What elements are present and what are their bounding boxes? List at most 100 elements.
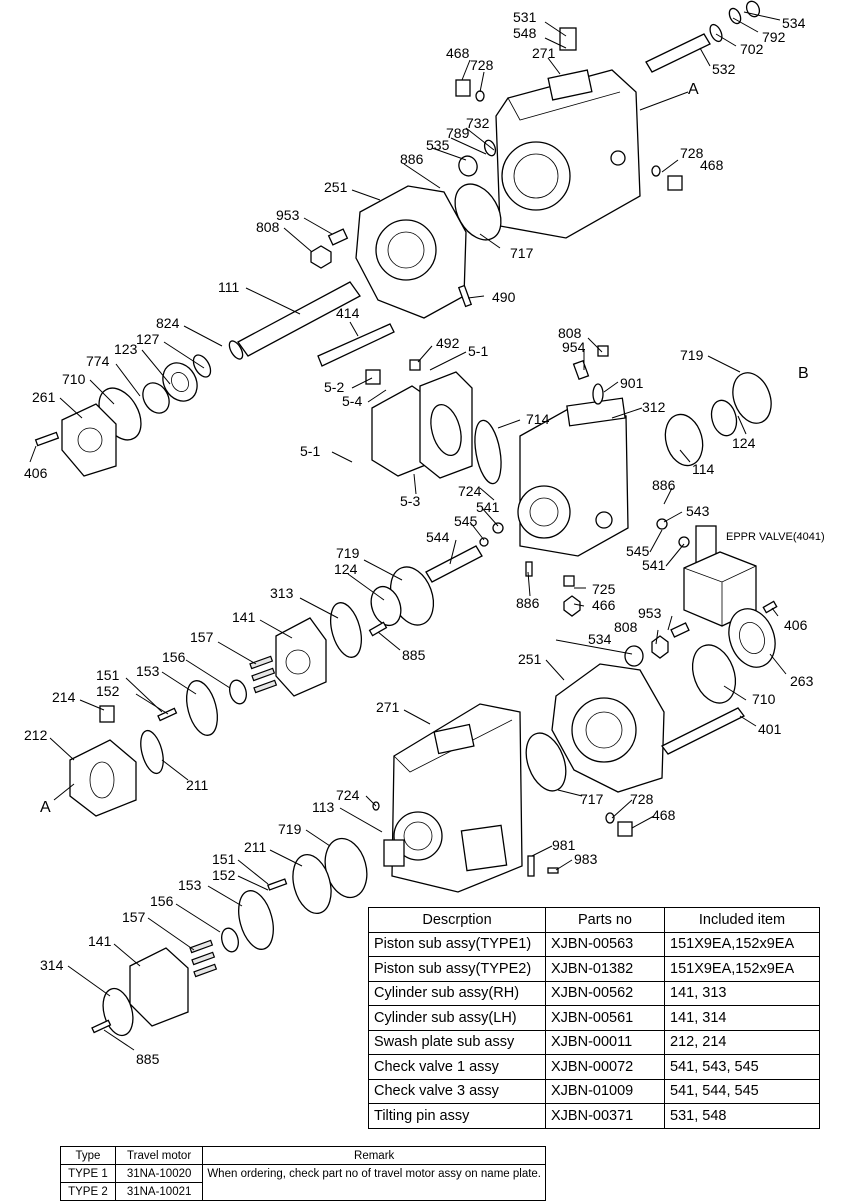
callout-127: 127 <box>136 331 160 347</box>
callout-5-4: 5-4 <box>342 393 362 409</box>
table-row: TYPE 1 31NA-10020 When ordering, check p… <box>60 1164 546 1201</box>
callout-544: 544 <box>426 529 450 545</box>
callout-545: 545 <box>454 513 478 529</box>
table-cell: 151X9EA,152x9EA <box>664 956 820 982</box>
callout-156-mid: 156 <box>162 649 186 665</box>
callout-271-lower: 271 <box>376 699 400 715</box>
callout-212: 212 <box>24 727 48 743</box>
type-table-header-row: Type Travel motor Remark <box>60 1146 546 1165</box>
callout-labels: 531 548 534 792 702 532 468 728 271 A 73… <box>24 9 825 1067</box>
part-drawings <box>34 0 778 1037</box>
callout-153-lower: 153 <box>178 877 202 893</box>
callout-263: 263 <box>790 673 814 689</box>
callout-152-lower: 152 <box>212 867 236 883</box>
callout-153-mid: 153 <box>136 663 160 679</box>
table-cell: 31NA-10021 <box>114 1182 204 1201</box>
callout-313: 313 <box>270 585 294 601</box>
table-row: Check valve 1 assy XJBN-00072 541, 543, … <box>368 1054 820 1080</box>
callout-414: 414 <box>336 305 360 321</box>
callout-728-right: 728 <box>680 145 704 161</box>
table-cell: XJBN-00072 <box>545 1054 665 1080</box>
table-row: Cylinder sub assy(RH) XJBN-00562 141, 31… <box>368 980 820 1006</box>
table-cell: XJBN-01382 <box>545 956 665 982</box>
table-row: Piston sub assy(TYPE1) XJBN-00563 151X9E… <box>368 931 820 957</box>
callout-702: 702 <box>740 41 764 57</box>
callout-954: 954 <box>562 339 586 355</box>
table-cell: Cylinder sub assy(RH) <box>368 980 546 1006</box>
table-cell: Piston sub assy(TYPE2) <box>368 956 546 982</box>
table-cell: 531, 548 <box>664 1103 820 1129</box>
callout-732: 732 <box>466 115 490 131</box>
callout-724-mid: 724 <box>458 483 482 499</box>
callout-468: 468 <box>446 45 470 61</box>
table-cell: XJBN-00562 <box>545 980 665 1006</box>
parts-table-header: Parts no <box>545 907 665 933</box>
callout-719-top: 719 <box>680 347 704 363</box>
parts-table: Descrption Parts no Included item Piston… <box>368 907 820 1129</box>
callout-251: 251 <box>324 179 348 195</box>
callout-725: 725 <box>592 581 616 597</box>
callout-543: 543 <box>686 503 710 519</box>
callout-157-mid: 157 <box>190 629 214 645</box>
table-cell: Check valve 3 assy <box>368 1078 546 1104</box>
table-cell: 141, 314 <box>664 1005 820 1031</box>
callout-A: A <box>688 81 699 98</box>
table-cell: Check valve 1 assy <box>368 1054 546 1080</box>
callout-406-lower: 406 <box>784 617 808 633</box>
callout-261: 261 <box>32 389 56 405</box>
callout-152-mid: 152 <box>96 683 120 699</box>
parts-table-header: Descrption <box>368 907 546 933</box>
callout-B: B <box>798 365 809 382</box>
table-cell: TYPE 1 <box>60 1164 116 1183</box>
callout-886-right: 886 <box>652 477 676 493</box>
table-row: TYPE 2 31NA-10021 <box>60 1182 546 1201</box>
table-cell: 141, 313 <box>664 980 820 1006</box>
table-cell: Cylinder sub assy(LH) <box>368 1005 546 1031</box>
callout-531: 531 <box>513 9 537 25</box>
callout-5-1-lower: 5-1 <box>300 443 320 459</box>
table-cell: TYPE 2 <box>60 1182 116 1201</box>
callout-719-lower: 719 <box>278 821 302 837</box>
callout-724-lower: 724 <box>336 787 360 803</box>
callout-534: 534 <box>782 15 806 31</box>
callout-717: 717 <box>510 245 534 261</box>
callout-792: 792 <box>762 29 786 45</box>
callout-468-lower: 468 <box>652 807 676 823</box>
table-cell: Tilting pin assy <box>368 1103 546 1129</box>
type-table-header: Type <box>60 1146 116 1165</box>
callout-111: 111 <box>218 279 239 295</box>
callout-714: 714 <box>526 411 550 427</box>
callout-157-lower: 157 <box>122 909 146 925</box>
callout-468-right: 468 <box>700 157 724 173</box>
callout-151-mid: 151 <box>96 667 120 683</box>
callout-406: 406 <box>24 465 48 481</box>
callout-885-mid: 885 <box>402 647 426 663</box>
table-cell: Swash plate sub assy <box>368 1029 546 1055</box>
table-row: Check valve 3 assy XJBN-01009 541, 544, … <box>368 1078 820 1104</box>
callout-953: 953 <box>276 207 300 223</box>
callout-541: 541 <box>476 499 500 515</box>
callout-124-top: 124 <box>732 435 756 451</box>
callout-789: 789 <box>446 125 470 141</box>
table-cell: XJBN-01009 <box>545 1078 665 1104</box>
callout-5-3: 5-3 <box>400 493 420 509</box>
table-row: Swash plate sub assy XJBN-00011 212, 214 <box>368 1029 820 1055</box>
callout-719-mid: 719 <box>336 545 360 561</box>
table-cell: XJBN-00371 <box>545 1103 665 1129</box>
callout-885-lower: 885 <box>136 1051 160 1067</box>
callout-808: 808 <box>256 219 280 235</box>
callout-981: 981 <box>552 837 576 853</box>
callout-141-mid: 141 <box>232 609 256 625</box>
callout-114: 114 <box>692 461 715 477</box>
table-cell: 31NA-10020 <box>114 1164 204 1183</box>
callout-886: 886 <box>400 151 424 167</box>
callout-141-lower: 141 <box>88 933 112 949</box>
callout-953-lower: 953 <box>638 605 662 621</box>
callout-211-mid: 211 <box>186 777 209 793</box>
callout-156-lower: 156 <box>150 893 174 909</box>
type-table: Type Travel motor Remark TYPE 1 31NA-100… <box>60 1146 546 1201</box>
callout-532: 532 <box>712 61 736 77</box>
table-cell: 541, 544, 545 <box>664 1078 820 1104</box>
callout-541-right: 541 <box>642 557 666 573</box>
